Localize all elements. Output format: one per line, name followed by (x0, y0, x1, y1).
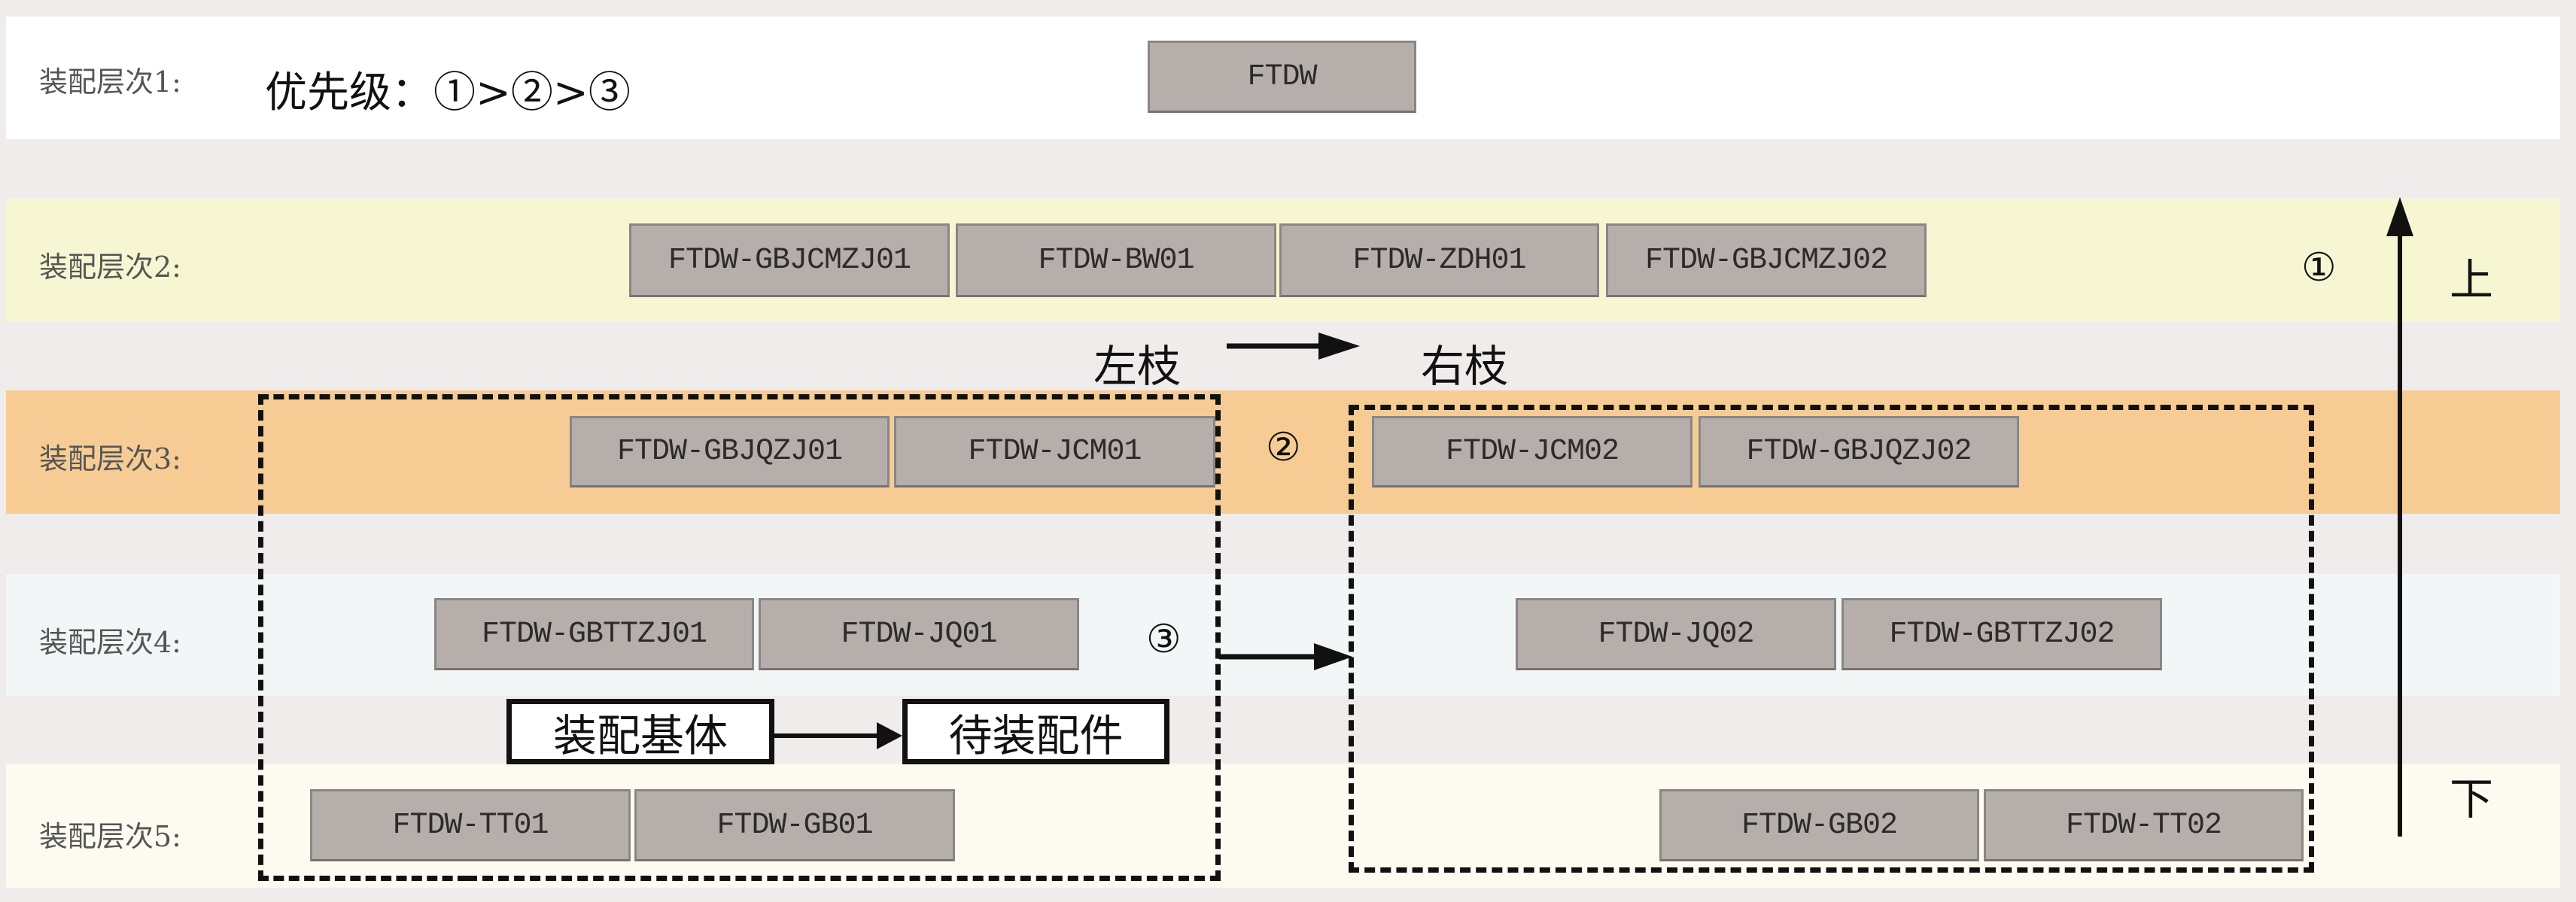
level-2-label: 装配层次2: (39, 251, 181, 284)
left-branch-label: 左枝 (1093, 341, 1182, 392)
left-branch-group (258, 394, 468, 881)
bottom-up-arrow-head (2386, 197, 2413, 236)
bottom-up-arrow (2386, 197, 2413, 837)
legend-part-to-assemble: 待装配件 (902, 699, 1169, 764)
node-gbjqzj01[interactable]: FTDW-GBJQZJ01 (570, 416, 890, 487)
branch-order-arrow-head (1318, 333, 1360, 360)
legend-assembly-base: 装配基体 (506, 699, 774, 764)
level-2-band: 装配层次2: (6, 199, 2560, 322)
legend-arrow-head (877, 722, 902, 749)
right-branch-label: 右枝 (1421, 341, 1509, 392)
node-ftdw[interactable]: FTDW (1148, 41, 1416, 113)
left-branch-group-right-edge (467, 394, 1221, 881)
node-gb02[interactable]: FTDW-GB02 (1659, 789, 1979, 861)
right-branch-group (1349, 405, 2314, 873)
node-jq01[interactable]: FTDW-JQ01 (759, 598, 1079, 670)
node-gbjcmzj02[interactable]: FTDW-GBJCMZJ02 (1606, 223, 1927, 297)
direction-up-label: 上 (2450, 254, 2494, 305)
node-zdh01[interactable]: FTDW-ZDH01 (1279, 223, 1599, 297)
node-jq02[interactable]: FTDW-JQ02 (1516, 598, 1836, 670)
level-3-band: 装配层次3: (6, 390, 2560, 514)
level-1-label: 装配层次1: (39, 65, 181, 99)
priority-marker-2: ② (1266, 425, 1301, 470)
node-bw01[interactable]: FTDW-BW01 (956, 223, 1276, 297)
direction-down-label: 下 (2450, 773, 2494, 825)
level-order-arrow (1219, 643, 1352, 670)
node-gb01[interactable]: FTDW-GB01 (634, 789, 955, 861)
node-jcm01[interactable]: FTDW-JCM01 (894, 416, 1215, 487)
level-3-label: 装配层次3: (39, 442, 181, 475)
level-5-label: 装配层次5: (39, 820, 181, 853)
node-gbttzj01[interactable]: FTDW-GBTTZJ01 (434, 598, 754, 670)
node-gbttzj02[interactable]: FTDW-GBTTZJ02 (1842, 598, 2162, 670)
priority-note: 优先级：①>②>③ (265, 68, 631, 117)
node-tt01[interactable]: FTDW-TT01 (310, 789, 631, 861)
node-tt02[interactable]: FTDW-TT02 (1984, 789, 2304, 861)
node-jcm02[interactable]: FTDW-JCM02 (1372, 416, 1692, 487)
branch-order-arrow (1227, 333, 1360, 360)
node-gbjqzj02[interactable]: FTDW-GBJQZJ02 (1699, 416, 2019, 487)
level-4-label: 装配层次4: (39, 626, 181, 659)
node-gbjcmzj01[interactable]: FTDW-GBJCMZJ01 (629, 223, 950, 297)
level-order-arrow-head (1314, 643, 1352, 670)
priority-marker-1: ① (2301, 245, 2337, 290)
priority-marker-3: ③ (1146, 617, 1182, 662)
legend-arrow (774, 722, 902, 749)
